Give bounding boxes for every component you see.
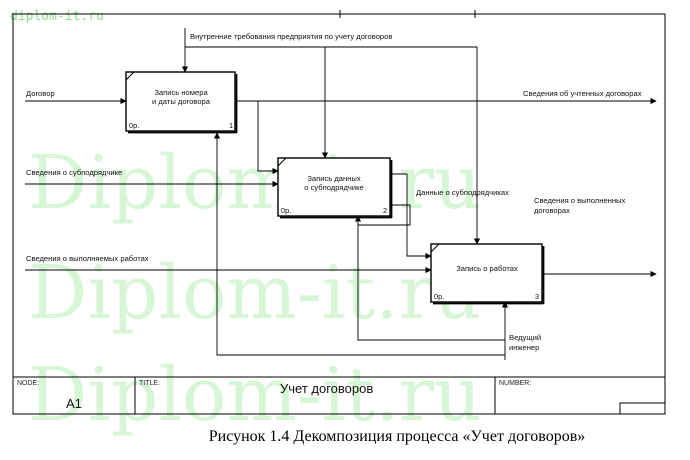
watermark-big-2: Diplom-it.ru — [28, 250, 482, 336]
label-output-done-line2: договорах — [534, 206, 570, 215]
label-mechanism-line1: Ведущий — [509, 333, 541, 342]
label-control-top: Внутренние требования предприятия по уче… — [190, 32, 392, 41]
watermark-big-3: Diplom-it.ru — [28, 352, 482, 438]
box-1-number: 1 — [229, 121, 233, 130]
box-2-title-line1: Запись данных — [307, 174, 361, 183]
activity-box-1: Запись номера и даты договора 0р. 1 — [125, 71, 238, 134]
footer-node-value: A1 — [66, 396, 82, 411]
label-input-works: Сведения о выполняемых работах — [26, 254, 149, 263]
activity-box-3: Запись о работах 0р. 3 — [430, 243, 545, 305]
label-output-accounted: Сведения об учтенных договорах — [523, 89, 642, 98]
figure-caption: Рисунок 1.4 Декомпозиция процесса «Учет … — [0, 428, 690, 446]
arrow-box1-to-box2 — [257, 101, 279, 175]
box-2-number: 2 — [383, 206, 387, 215]
box-1-title-line2: и даты договора — [152, 97, 211, 106]
arrow-mechanism-branch-2 — [357, 225, 505, 341]
footer-number-label: NUMBER: — [499, 380, 531, 387]
box-1-cost: 0р. — [129, 121, 139, 130]
arrow-output-subcontractor-data — [391, 173, 432, 260]
arrow-control-branch-3 — [325, 46, 481, 245]
footer-title-label: TITLE: — [139, 380, 160, 387]
label-output-done-line1: Сведения о выполненных — [534, 196, 625, 205]
box-3-cost: 0р. — [434, 292, 444, 301]
box-1-title-line1: Запись номера — [154, 88, 208, 97]
arrows-layer — [25, 28, 657, 360]
box-3-number: 3 — [535, 292, 539, 301]
label-output-subcontractor-data: Данные о субподрядчиках — [416, 188, 509, 197]
figure-caption-text: Рисунок 1.4 Декомпозиция процесса «Учет … — [208, 428, 586, 445]
arrow-mechanism-branch-1 — [213, 132, 505, 356]
watermark-big-1: Diplom-it.ru — [28, 140, 482, 226]
label-mechanism-line2: инженер — [509, 343, 539, 352]
box-3-title: Запись о работах — [456, 264, 518, 273]
footer-corner-box — [619, 402, 666, 415]
label-input-subcontractor: Сведения о субподрядчике — [26, 168, 122, 177]
activity-box-2: Запись данных о субподрядчике 0р. 2 — [277, 157, 393, 219]
box-2-title-line2: о субподрядчике — [304, 183, 363, 192]
footer-node-label: NODE: — [17, 380, 39, 387]
box-2-cost: 0р. — [281, 206, 291, 215]
watermark-site-label: diplom-it.ru — [10, 9, 104, 24]
diagram-frame — [12, 13, 666, 415]
arrow-box2-feedback — [354, 204, 411, 226]
footer-title-value: Учет договоров — [280, 381, 373, 396]
label-input-contract: Договор — [26, 89, 55, 98]
